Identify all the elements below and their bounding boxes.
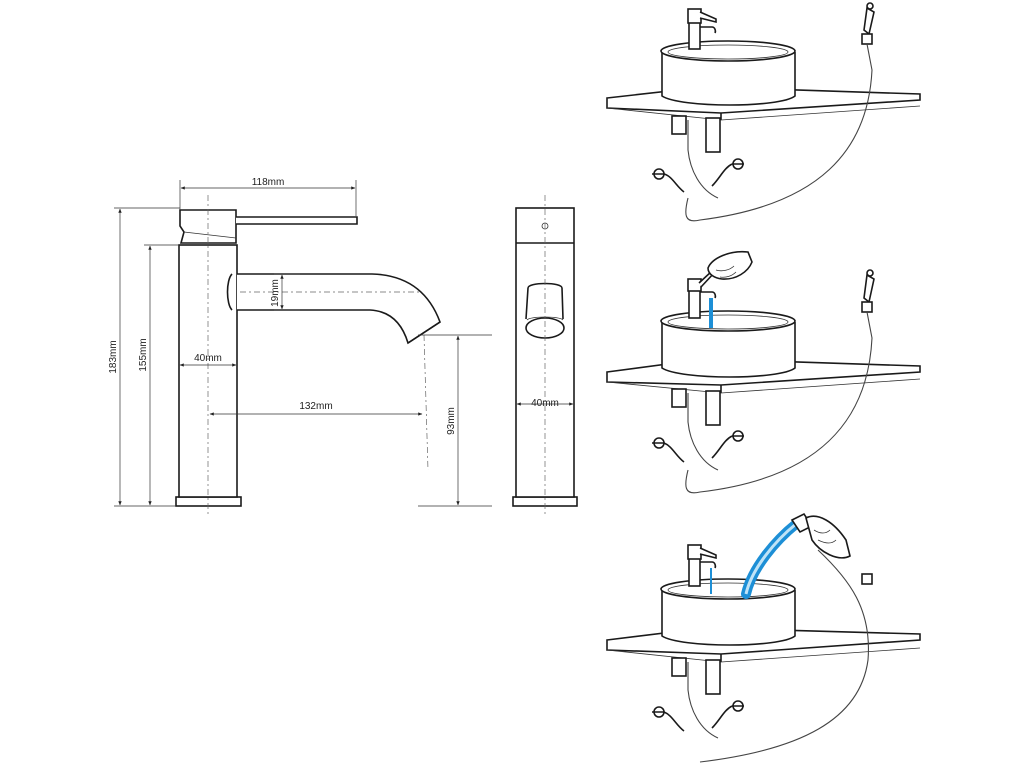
dim-118-label: 118mm [252,177,285,188]
hand-shower-icon [861,2,875,45]
hand-shower-holder-icon [861,573,873,585]
dim-19-label: 19mm [270,279,281,307]
front-spout [237,273,441,345]
front-view [175,195,441,515]
dim-93-label: 93mm [446,407,457,435]
faucet-icon [687,8,717,50]
installation-step-3 [606,512,921,763]
hand-shower-icon [861,269,875,313]
side-view: 40mm [512,195,578,515]
basin-icon [661,322,796,378]
front-base [175,496,242,507]
dim-132-label: 132mm [299,401,332,412]
hand-icon [707,250,753,280]
dim-155-label: 155mm [138,338,149,371]
basin-icon [661,52,796,106]
installation-step-2 [606,250,921,494]
faucet-icon [687,269,717,319]
dim-40-side-label: 40mm [531,398,559,409]
front-lever [236,216,358,225]
dim-183-label: 183mm [108,340,119,373]
installation-step-1 [606,2,921,222]
front-dimensions: 118mm 183mm 155mm 19mm 40mm 132mm 93mm [108,177,492,507]
dim-40-front-label: 40mm [194,353,222,364]
faucet-icon [687,544,717,587]
basin-icon [661,590,796,646]
front-spout-joint [226,273,233,311]
hand-icon [805,515,851,559]
